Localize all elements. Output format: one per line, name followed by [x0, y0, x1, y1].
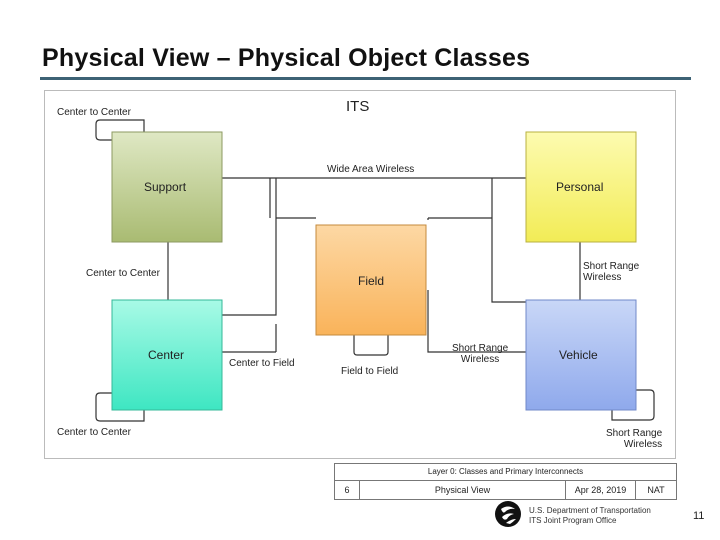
title-divider: [40, 77, 691, 80]
short-range-wireless-label-bottom: Short Range Wireless: [606, 428, 663, 450]
center-box-shape: [111, 299, 223, 411]
personal-label: Personal: [556, 180, 604, 194]
footer-org-line2: ITS Joint Program Office: [529, 516, 617, 525]
usdot-logo-icon: [494, 500, 522, 528]
c2c-loop-center: [95, 392, 145, 422]
title-block-view: Physical View: [434, 485, 491, 495]
c2c-loop-support: [95, 119, 145, 141]
title-block-author: NAT: [647, 485, 665, 495]
c2c-label-mid: Center to Center: [86, 268, 160, 279]
vehicle-label: Vehicle: [559, 348, 598, 362]
bus-to-vehicle: [491, 178, 526, 303]
diagram-title: ITS: [346, 98, 370, 115]
title-block-header: Layer 0: Classes and Primary Interconnec…: [335, 464, 676, 481]
short-range-wireless-label-right: Short Range Wireless: [583, 261, 640, 283]
title-block-number: 6: [344, 485, 350, 495]
field-label: Field: [358, 274, 385, 288]
title-block: Layer 0: Classes and Primary Interconnec…: [334, 463, 677, 500]
c2c-label-bottom: Center to Center: [57, 427, 131, 438]
short-range-wireless-label-mid: Short Range Wireless: [452, 343, 509, 365]
footer-org: U.S. Department of Transportation ITS Jo…: [529, 506, 651, 526]
support-box-shape: [111, 131, 223, 243]
connectors: [95, 119, 655, 422]
bus-to-center: [222, 178, 277, 316]
vehicle-box-shape: [525, 299, 637, 411]
its-diagram: ITS Support Personal Field Center Vehicl…: [44, 90, 676, 460]
center-label: Center: [148, 348, 185, 362]
page-number: 11: [693, 510, 705, 522]
slide-title: Physical View – Physical Object Classes: [42, 44, 531, 72]
field-to-field-label: Field to Field: [341, 366, 399, 377]
vehicle-loop: [611, 389, 655, 421]
wide-area-wireless-label: Wide Area Wireless: [327, 164, 415, 175]
support-label: Support: [144, 180, 187, 194]
field-box-shape: [315, 224, 427, 336]
diagram-canvas: [44, 90, 676, 459]
personal-box-shape: [525, 131, 637, 243]
c2c-label-top: Center to Center: [57, 107, 131, 118]
footer-org-line1: U.S. Department of Transportation: [529, 506, 651, 515]
field-to-field-loop: [353, 335, 389, 356]
title-block-date: Apr 28, 2019: [574, 485, 627, 495]
field-vehicle-short-range: [427, 290, 526, 353]
center-to-field-label: Center to Field: [229, 358, 295, 369]
